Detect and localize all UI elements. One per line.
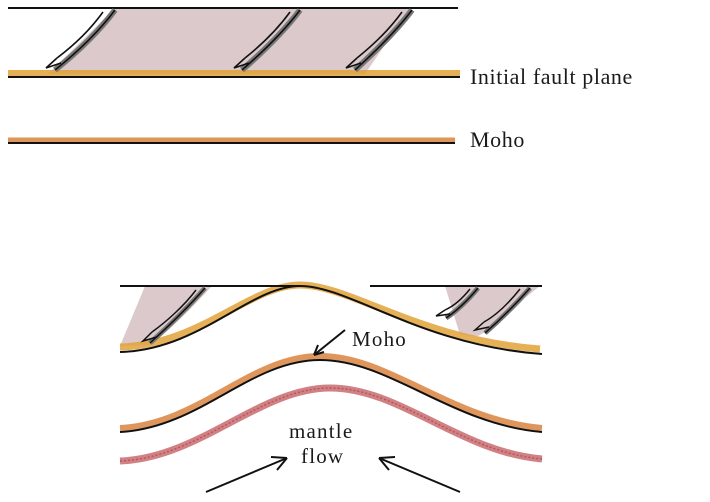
top-panel: Initial fault plane Moho xyxy=(8,8,633,152)
moho-label-bottom: Moho xyxy=(352,327,407,351)
moho-pointer-arrow xyxy=(314,330,345,355)
mantle-label: mantle xyxy=(289,419,353,443)
mantle-flow-arrow-right xyxy=(379,457,460,492)
flow-label: flow xyxy=(301,444,344,468)
initial-fault-plane-label: Initial fault plane xyxy=(470,64,633,89)
moho-label-top: Moho xyxy=(470,127,525,152)
bottom-panel: Moho mantle flow xyxy=(120,285,542,492)
mantle-flow-arrow-left xyxy=(206,457,287,492)
